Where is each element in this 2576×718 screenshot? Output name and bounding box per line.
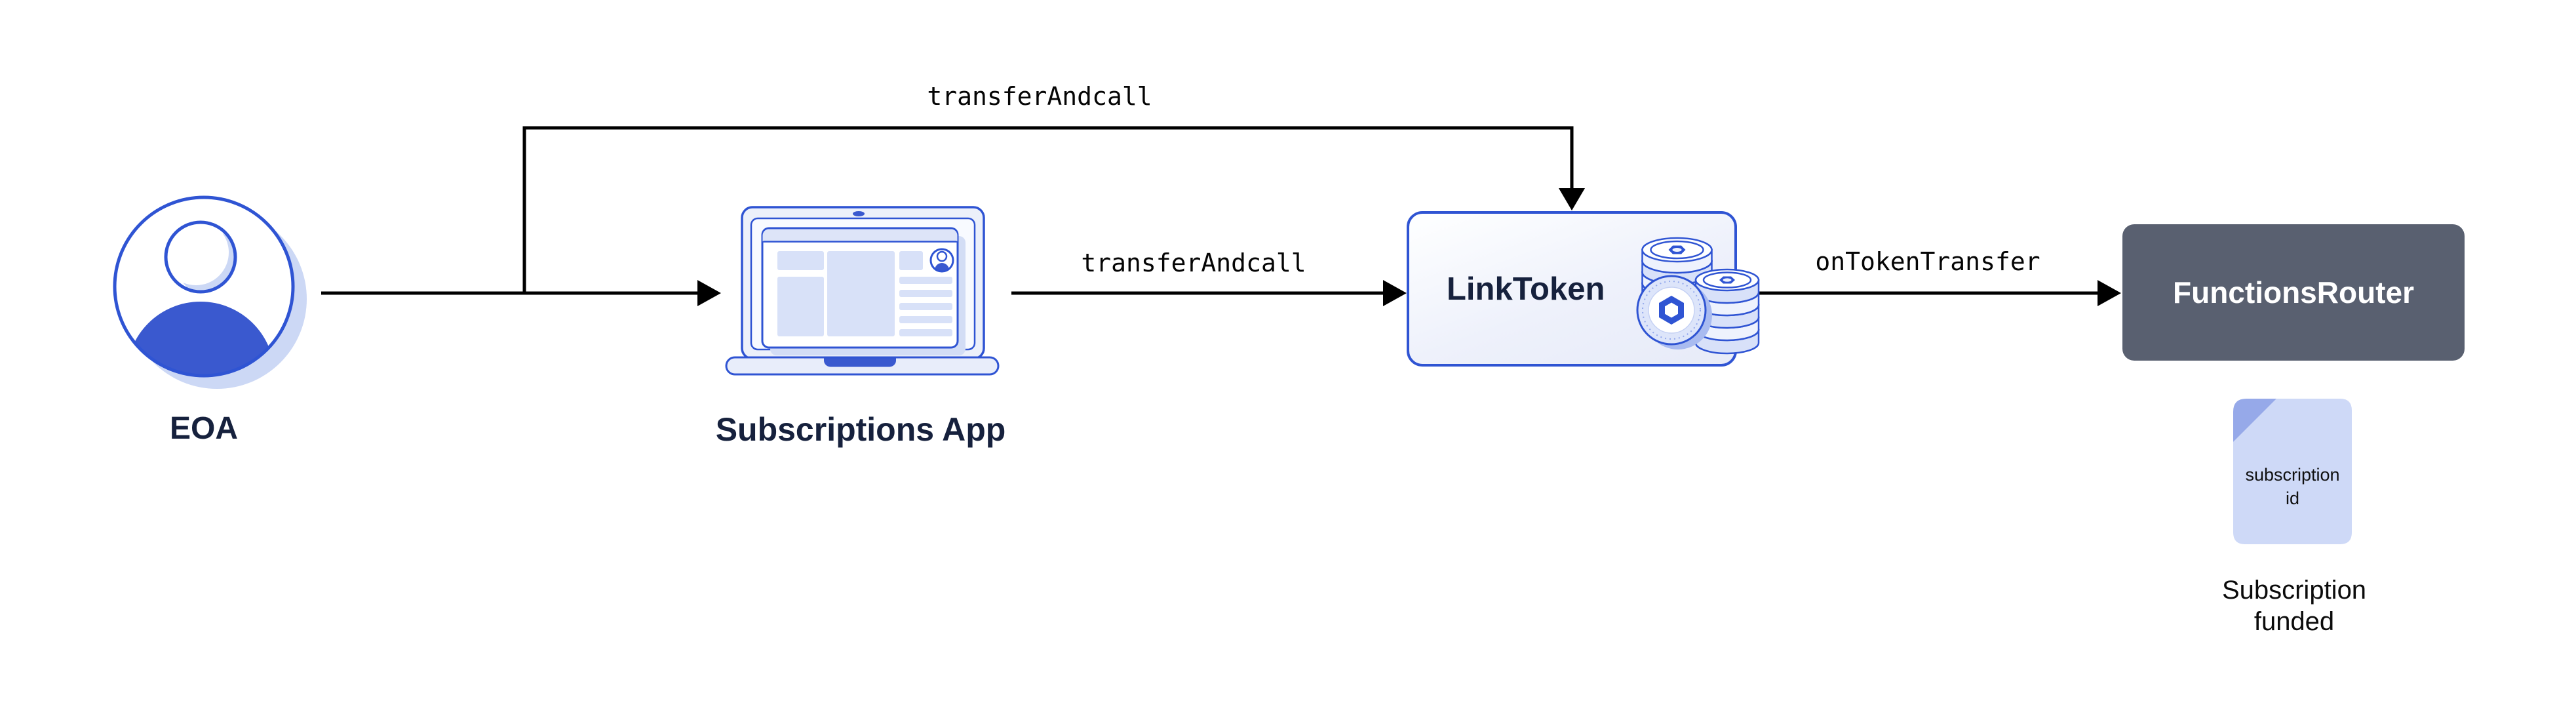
edge-label-transferandcall-top: transferAndcall bbox=[927, 82, 1152, 111]
edge-label-transferandcall-mid: transferAndcall bbox=[1081, 249, 1306, 277]
caption-line2: funded bbox=[2254, 607, 2335, 636]
document-text: subscription id bbox=[2233, 463, 2352, 510]
avatar-shoulders bbox=[127, 302, 275, 376]
arrowhead-into-router bbox=[2098, 280, 2121, 306]
document-text-line2: id bbox=[2285, 489, 2299, 508]
document-text-line1: subscription bbox=[2245, 465, 2340, 485]
laptop-browser-icon bbox=[725, 206, 1000, 376]
arrowhead-into-linktoken-left bbox=[1383, 280, 1407, 306]
browser-top-bar bbox=[762, 229, 958, 241]
caption-subscription-funded: Subscription funded bbox=[2170, 574, 2419, 637]
browser-user-avatar bbox=[929, 248, 954, 273]
node-label-eoa: EOA bbox=[169, 411, 238, 446]
webcam-dot bbox=[853, 211, 865, 216]
avatar-head bbox=[164, 220, 237, 294]
document-fold-corner bbox=[2233, 399, 2276, 442]
node-functions-router: FunctionsRouter bbox=[2122, 224, 2465, 361]
folded-document-icon bbox=[2233, 399, 2352, 544]
caption-line1: Subscription bbox=[2221, 576, 2367, 605]
person-avatar-icon bbox=[113, 195, 307, 389]
link-coin-stack-icon bbox=[1636, 237, 1760, 355]
node-label-functions-router: FunctionsRouter bbox=[2173, 275, 2414, 309]
edge-line-eoa-to-linktoken-top bbox=[522, 126, 1574, 293]
laptop-notch bbox=[824, 358, 896, 367]
node-label-subscriptions-app: Subscriptions App bbox=[715, 411, 1006, 448]
arrowhead-into-app bbox=[697, 280, 721, 306]
edge-label-ontokentransfer: onTokenTransfer bbox=[1815, 247, 2040, 276]
arrowhead-into-linktoken-top bbox=[1559, 188, 1585, 210]
node-label-link-token: LinkToken bbox=[1447, 271, 1605, 307]
